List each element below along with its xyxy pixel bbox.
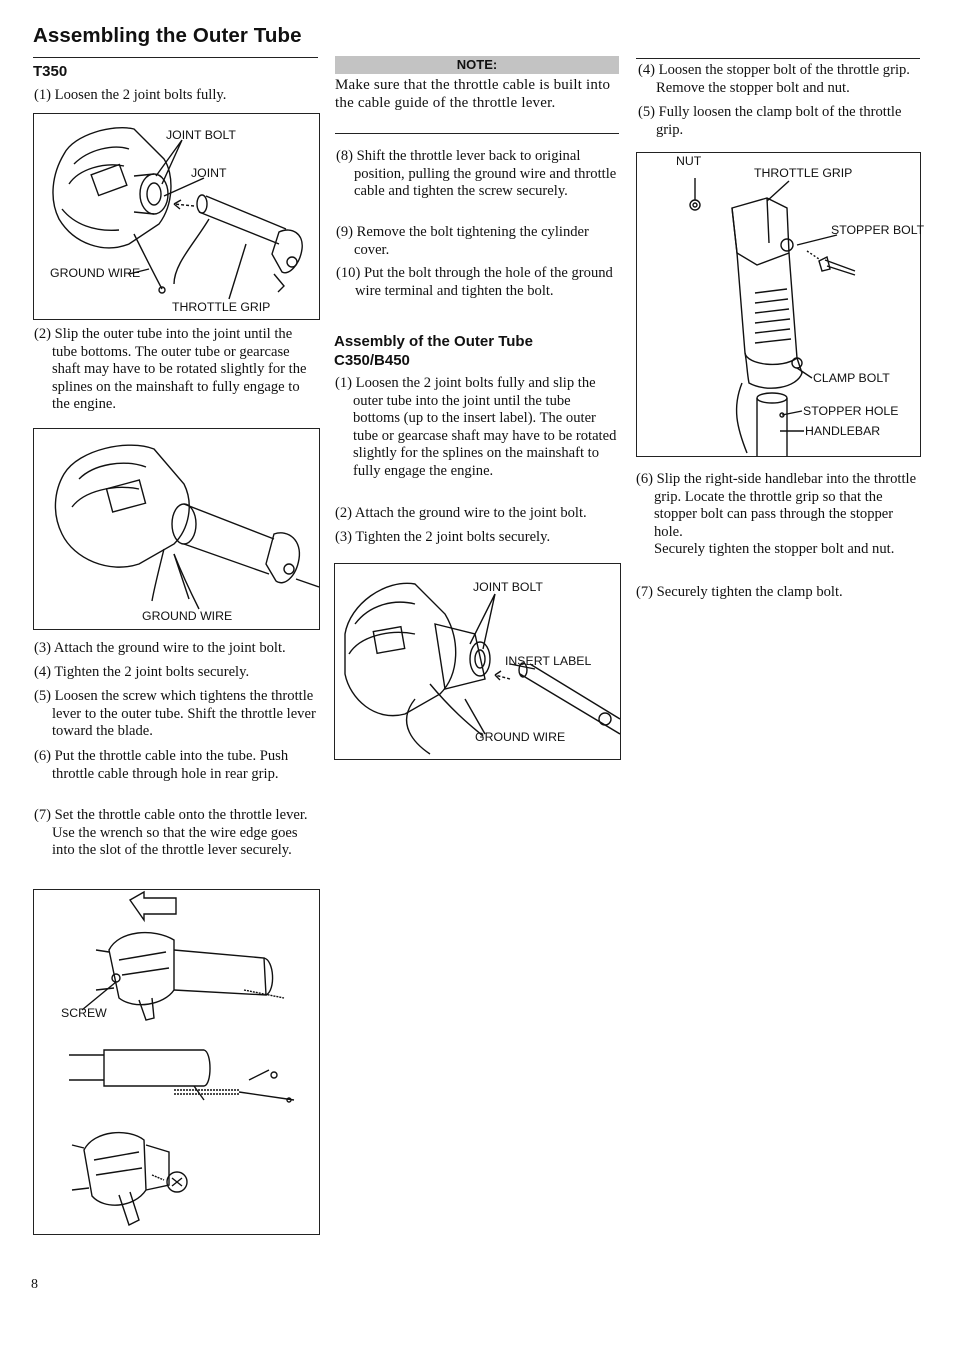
col2-step-9: (9) Remove the bolt tightening the cylin… <box>336 224 589 258</box>
throttle-grip-illustration <box>689 178 856 456</box>
label-handlebar: HANDLEBAR <box>805 424 881 438</box>
label-ground-wire: GROUND WIRE <box>50 266 141 280</box>
note-rule <box>335 133 619 134</box>
page-title: Assembling the Outer Tube <box>33 24 302 47</box>
direction-arrow-icon <box>128 890 177 923</box>
label-joint: JOINT <box>191 166 227 180</box>
label-joint-bolt: JOINT BOLT <box>473 580 543 594</box>
label-stopper-hole: STOPPER HOLE <box>803 404 899 418</box>
page-number: 8 <box>31 1277 38 1292</box>
col2-step-8: (8) Shift the throttle lever back to ori… <box>336 148 617 200</box>
col1-step-3: (3) Attach the ground wire to the joint … <box>34 640 286 656</box>
section-heading-line1: Assembly of the Outer Tube <box>334 333 533 350</box>
c350-engine-tube-illustration <box>344 582 620 755</box>
figure-throttle-lever: SCREW <box>33 889 320 1235</box>
figure-c350-assembly: JOINT BOLT INSERT LABEL GROUND WIRE <box>334 563 621 760</box>
label-joint-bolt: JOINT BOLT <box>166 128 236 142</box>
figure-throttle-grip: NUT THROTTLE GRIP STOPPER BOLT CLAMP BOL… <box>636 152 925 457</box>
col3-step-4: (4) Loosen the stopper bolt of the throt… <box>638 62 910 96</box>
section-heading-c350-b450: Assembly of the Outer Tube C350/B450 <box>334 332 533 370</box>
col3-step-6: (6) Slip the right-side handlebar into t… <box>636 471 920 559</box>
col3-step-6-tighten: Securely tighten the stopper bolt and nu… <box>654 541 895 558</box>
label-nut: NUT <box>676 154 702 168</box>
col2-step-10: (10) Put the bolt through the hole of th… <box>336 265 613 299</box>
col2-step-2: (2) Attach the ground wire to the joint … <box>335 505 587 521</box>
col1-step-7: (7) Set the throttle cable onto the thro… <box>34 807 308 859</box>
section-heading-t350: T350 <box>33 63 68 80</box>
col1-step-5: (5) Loosen the screw which tightens the … <box>34 688 316 740</box>
col3-step-5: (5) Fully loosen the clamp bolt of the t… <box>638 104 902 138</box>
col3-step-7: (7) Securely tighten the clamp bolt. <box>636 584 843 600</box>
throttle-lever-illustration <box>69 890 295 1226</box>
label-clamp-bolt: CLAMP BOLT <box>813 371 890 385</box>
label-screw: SCREW <box>61 1006 107 1020</box>
label-throttle-grip: THROTTLE GRIP <box>754 166 853 180</box>
title-rule <box>33 57 318 58</box>
figure-t350-loosen-joint: JOINT BOLT JOINT GROUND WIRE THROTTLE GR… <box>33 113 320 320</box>
handlebar-icon <box>756 398 788 456</box>
col1-step-4: (4) Tighten the 2 joint bolts securely. <box>34 664 250 680</box>
col2-step-3: (3) Tighten the 2 joint bolts securely. <box>335 529 551 545</box>
figure-t350-slip-tube: GROUND WIRE <box>33 428 320 630</box>
col2-step-1: (1) Loosen the 2 joint bolts fully and s… <box>335 375 617 479</box>
col1-step-2: (2) Slip the outer tube into the joint u… <box>34 326 307 413</box>
stopper-bolt-icon <box>824 259 856 276</box>
nut-icon <box>689 199 701 211</box>
note-text: Make sure that the throttle cable is bui… <box>335 77 611 111</box>
label-throttle-grip: THROTTLE GRIP <box>172 300 271 314</box>
col1-step-6: (6) Put the throttle cable into the tube… <box>34 748 289 782</box>
note-heading: NOTE: <box>335 56 619 74</box>
label-ground-wire: GROUND WIRE <box>142 609 233 623</box>
engine-tube-illustration <box>52 127 303 300</box>
label-ground-wire: GROUND WIRE <box>475 730 566 744</box>
engine-tube-joined-illustration <box>54 444 319 610</box>
label-insert-label: INSERT LABEL <box>505 654 592 668</box>
col3-step-6-text: (6) Slip the right-side handlebar into t… <box>636 471 917 540</box>
col1-step-1: (1) Loosen the 2 joint bolts fully. <box>34 87 227 103</box>
label-stopper-bolt: STOPPER BOLT <box>831 223 925 237</box>
section-heading-line2: C350/B450 <box>334 352 410 369</box>
col3-top-rule <box>636 58 920 59</box>
